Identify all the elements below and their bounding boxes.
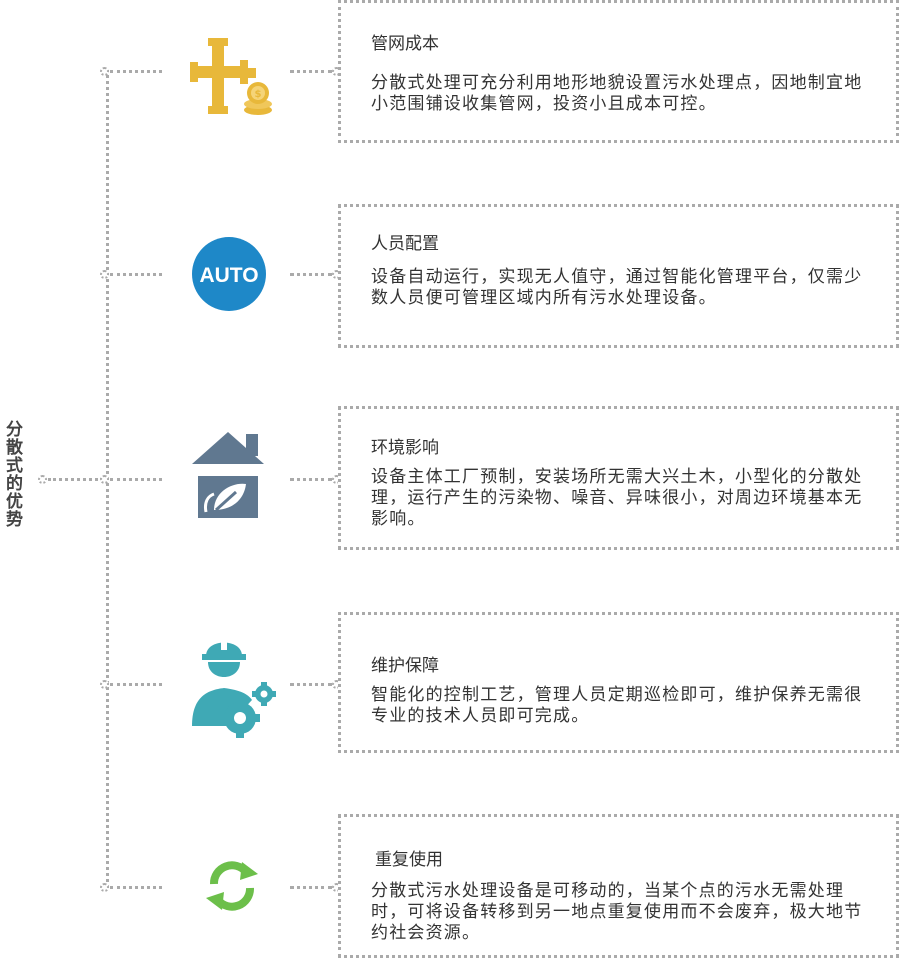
branch-dot-2 <box>100 270 109 279</box>
root-connector-line <box>48 478 103 481</box>
card-desc-2: 设备自动运行，实现无人值守，通过智能化管理平台，仅需少数人员便可管理区域内所有污… <box>371 267 863 308</box>
auto-icon: AUTO <box>192 237 266 311</box>
svg-text:$: $ <box>255 89 262 100</box>
pipe-coins-icon: $ <box>188 38 276 120</box>
branch-line-1-right <box>290 70 332 73</box>
worker-gear-icon <box>188 626 280 738</box>
advantage-card-2: 人员配置 设备自动运行，实现无人值守，通过智能化管理平台，仅需少数人员便可管理区… <box>338 204 899 348</box>
branch-line-5-right <box>290 886 332 889</box>
recycle-icon <box>204 858 260 914</box>
branch-dot-3 <box>100 475 109 484</box>
card-title-5: 重复使用 <box>375 850 443 870</box>
branch-line-5-left <box>110 886 162 889</box>
branch-dot-1 <box>100 67 109 76</box>
branch-line-4-right <box>290 683 332 686</box>
advantage-card-1: 管网成本 分散式处理可充分利用地形地貌设置污水处理点，因地制宜地小范围铺设收集管… <box>338 0 899 143</box>
branch-line-2-right <box>290 273 332 276</box>
auto-icon-text: AUTO <box>199 264 258 287</box>
root-label: 分散式的优势 <box>2 420 22 528</box>
card-title-4: 维护保障 <box>371 656 439 676</box>
branch-line-3-left <box>110 478 162 481</box>
card-desc-5: 分散式污水处理设备是可移动的，当某个点的污水无需处理时，可将设备转移到另一地点重… <box>371 881 863 943</box>
card-title-1: 管网成本 <box>371 34 439 54</box>
card-desc-4: 智能化的控制工艺，管理人员定期巡检即可，维护保养无需很专业的技术人员即可完成。 <box>371 685 863 726</box>
house-leaf-icon <box>192 430 264 520</box>
advantage-card-4: 维护保障 智能化的控制工艺，管理人员定期巡检即可，维护保养无需很专业的技术人员即… <box>338 612 899 753</box>
root-connector-dot <box>38 475 47 484</box>
card-desc-3: 设备主体工厂预制，安装场所无需大兴土木，小型化的分散处理，运行产生的污染物、噪音… <box>371 467 863 529</box>
branch-line-2-left <box>110 273 162 276</box>
branch-line-3-right <box>290 478 332 481</box>
card-desc-1: 分散式处理可充分利用地形地貌设置污水处理点，因地制宜地小范围铺设收集管网，投资小… <box>371 73 863 114</box>
branch-dot-4 <box>100 680 109 689</box>
branch-dot-5 <box>100 883 109 892</box>
branch-line-1-left <box>110 70 162 73</box>
card-title-3: 环境影响 <box>371 438 439 458</box>
advantage-card-5: 重复使用 分散式污水处理设备是可移动的，当某个点的污水无需处理时，可将设备转移到… <box>338 814 899 958</box>
branch-line-4-left <box>110 683 162 686</box>
card-title-2: 人员配置 <box>371 234 439 254</box>
advantage-card-3: 环境影响 设备主体工厂预制，安装场所无需大兴土木，小型化的分散处理，运行产生的污… <box>338 406 899 550</box>
